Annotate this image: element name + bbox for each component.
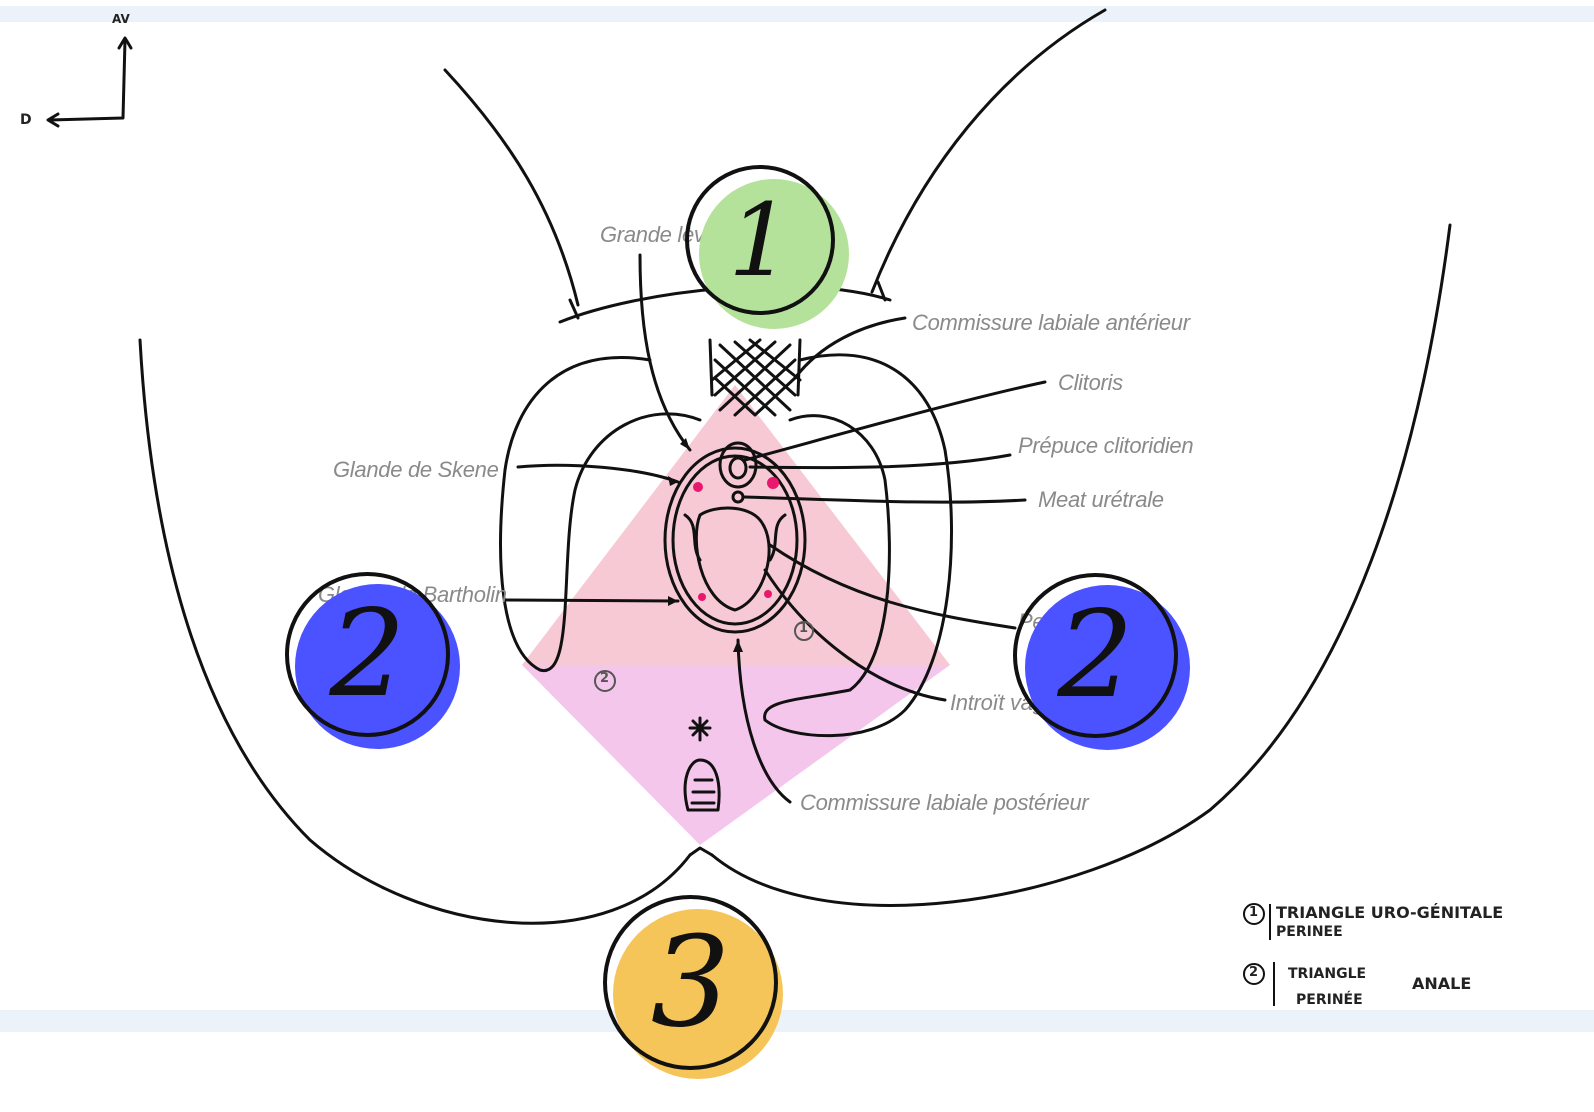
leader-bartholin <box>505 600 678 601</box>
right-thigh-outline <box>872 10 1105 292</box>
badge-zone-2-right: 2 <box>1013 573 1178 738</box>
label-skene: Glande de Skene <box>333 457 499 483</box>
label-clitoris: Clitoris <box>1058 370 1123 396</box>
label-commissure-anterieur: Commissure labiale antérieur <box>912 310 1190 336</box>
leader-commissure-ant <box>795 318 905 378</box>
anal-mark-number: 2 <box>600 671 609 686</box>
legend-2-line2: PERINÉE <box>1296 992 1363 1008</box>
legend: 1 TRIANGLE URO-GÉNITALE PERINEE 2 TRIANG… <box>1240 900 1570 1020</box>
skene-gland-dot-right <box>767 477 779 489</box>
orientation-left-label: D <box>20 112 32 128</box>
legend-1-number: 1 <box>1249 905 1258 920</box>
anterior-commissure-hatch <box>712 340 800 415</box>
legend-1-line1: TRIANGLE URO-GÉNITALE <box>1276 903 1503 922</box>
orientation-axis <box>50 40 125 120</box>
top-border-strip <box>0 6 1594 22</box>
bartholin-gland-dot-right <box>764 590 772 598</box>
label-prepuce: Prépuce clitoridien <box>1018 433 1193 459</box>
label-commissure-posterieur: Commissure labiale postérieur <box>800 790 1088 816</box>
skene-gland-dot-left <box>693 482 703 492</box>
leader-skene <box>518 465 678 482</box>
bartholin-gland-dot-left <box>698 593 706 601</box>
leader-grande <box>640 255 690 450</box>
left-thigh-outline <box>445 70 578 305</box>
legend-1-line2: PERINEE <box>1276 924 1343 940</box>
label-meat: Meat urétrale <box>1038 487 1164 513</box>
badge-zone-3-number: 3 <box>603 895 778 1070</box>
badge-zone-2-left: 2 <box>285 572 450 737</box>
badge-zone-1: 1 <box>685 165 835 315</box>
orientation-up-label: AV <box>112 12 130 26</box>
badge-zone-1-number: 1 <box>685 165 835 315</box>
badge-zone-3: 3 <box>603 895 778 1070</box>
uro-mark-number: 1 <box>799 621 808 636</box>
anal-triangle <box>522 665 950 845</box>
legend-2-word: ANALE <box>1412 974 1471 993</box>
legend-2-number: 2 <box>1249 965 1258 980</box>
badge-zone-2-right-number: 2 <box>1013 573 1178 738</box>
badge-zone-2-left-number: 2 <box>285 572 450 737</box>
legend-2-line1: TRIANGLE <box>1288 966 1366 982</box>
